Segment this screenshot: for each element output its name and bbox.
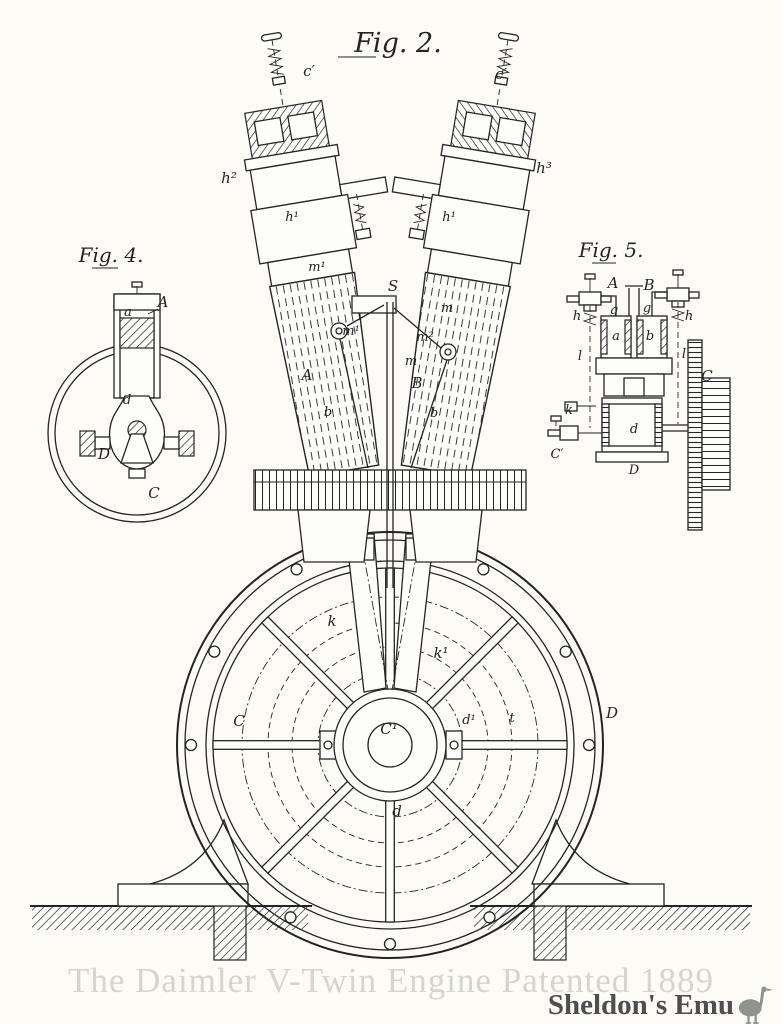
fig2-label-c-prime-left: c′ bbox=[303, 62, 315, 80]
fig5-title: Fig. 5. bbox=[578, 238, 644, 262]
fig2-label-k: k bbox=[327, 612, 336, 630]
fig5-label-g-left: g bbox=[610, 303, 618, 318]
fig2-label-s: S bbox=[388, 277, 398, 295]
fig2-label-b-left: b bbox=[324, 405, 332, 420]
flywheel-hub bbox=[320, 689, 462, 801]
fig4-label-d-upper: D bbox=[97, 445, 110, 463]
fig2-label-t: t bbox=[509, 711, 515, 726]
fig5-label-g-right: g bbox=[643, 301, 651, 316]
fig4-end-view bbox=[48, 282, 226, 522]
fig5-label-l-right: l bbox=[682, 347, 686, 362]
fig2-label-d-outer: D bbox=[605, 704, 618, 722]
fig4-label-a: a bbox=[124, 305, 132, 320]
fig2-label-k1: k¹ bbox=[433, 644, 448, 662]
fig5-label-d: d bbox=[630, 422, 638, 437]
fig5-label-k: k bbox=[565, 403, 573, 418]
fig2-label-m-lower: m bbox=[405, 354, 417, 369]
fig2-label-d-bottom: d bbox=[392, 802, 402, 820]
fig4-label-c: C bbox=[148, 484, 160, 502]
fig2-label-c1-hub: C¹ bbox=[380, 720, 398, 738]
right-cylinder bbox=[348, 19, 557, 479]
fig5-label-a-upper: A bbox=[606, 274, 619, 292]
fig2-label-m1-upper: m¹ bbox=[308, 260, 326, 275]
fig2-label-h2: h² bbox=[221, 169, 237, 187]
fig2-label-c-prime-right: c′ bbox=[495, 65, 507, 83]
fig2-label-h1-left: h¹ bbox=[285, 210, 299, 225]
fig5-label-c-gear: C bbox=[701, 367, 713, 385]
cylinder-base-flange bbox=[254, 470, 526, 562]
fig2-title: Fig. 2. bbox=[353, 28, 442, 59]
fig2-label-m1-lower: m¹ bbox=[342, 324, 360, 339]
fig5-label-a: a bbox=[612, 329, 620, 344]
watermark: Sheldon's Emu bbox=[548, 984, 774, 1024]
fig2-label-b-right: b bbox=[430, 406, 438, 421]
fig2-label-c-rim: C bbox=[233, 712, 245, 730]
watermark-text: Sheldon's Emu bbox=[548, 989, 734, 1022]
fig5-label-d-upper: D bbox=[628, 463, 640, 478]
fig2-label-cylinder-b: B bbox=[410, 374, 422, 392]
flywheel bbox=[206, 561, 574, 929]
fig2-label-d1: d¹ bbox=[462, 713, 476, 728]
fig5-label-h-left: h bbox=[573, 309, 581, 324]
fig2-label-m2: m² bbox=[416, 330, 434, 345]
fig5-label-l-left: l bbox=[578, 349, 582, 364]
emu-icon bbox=[736, 984, 774, 1024]
fig4-label-a-upper: A bbox=[156, 293, 169, 311]
fig4-label-d: d bbox=[123, 393, 131, 408]
fig2-label-cylinder-a: A bbox=[300, 366, 313, 384]
fig5-label-b: b bbox=[646, 329, 654, 344]
fig2-label-m-right: m bbox=[441, 301, 453, 316]
fig5-label-h-right: h bbox=[685, 309, 693, 324]
fig5-label-c-prime: C′ bbox=[551, 447, 564, 462]
fig4-title: Fig. 4. bbox=[78, 243, 144, 267]
fig2-label-h1-right: h¹ bbox=[442, 210, 456, 225]
fig2-label-h3: h³ bbox=[536, 159, 552, 177]
fig2-main-engine bbox=[30, 19, 752, 960]
fig5-label-b-upper: B bbox=[642, 276, 654, 294]
